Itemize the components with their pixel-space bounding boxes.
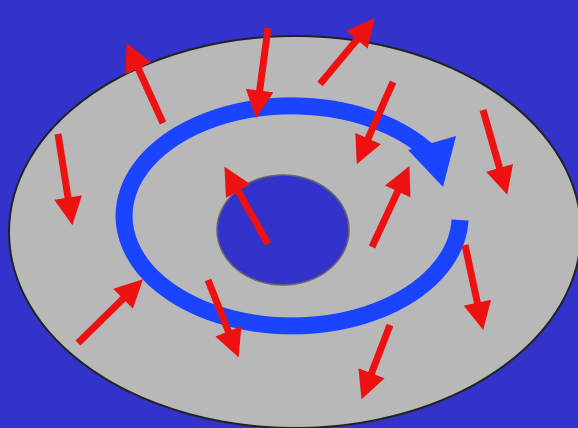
diagram-canvas [0,0,578,428]
annulus-vector-field-diagram [0,0,578,428]
